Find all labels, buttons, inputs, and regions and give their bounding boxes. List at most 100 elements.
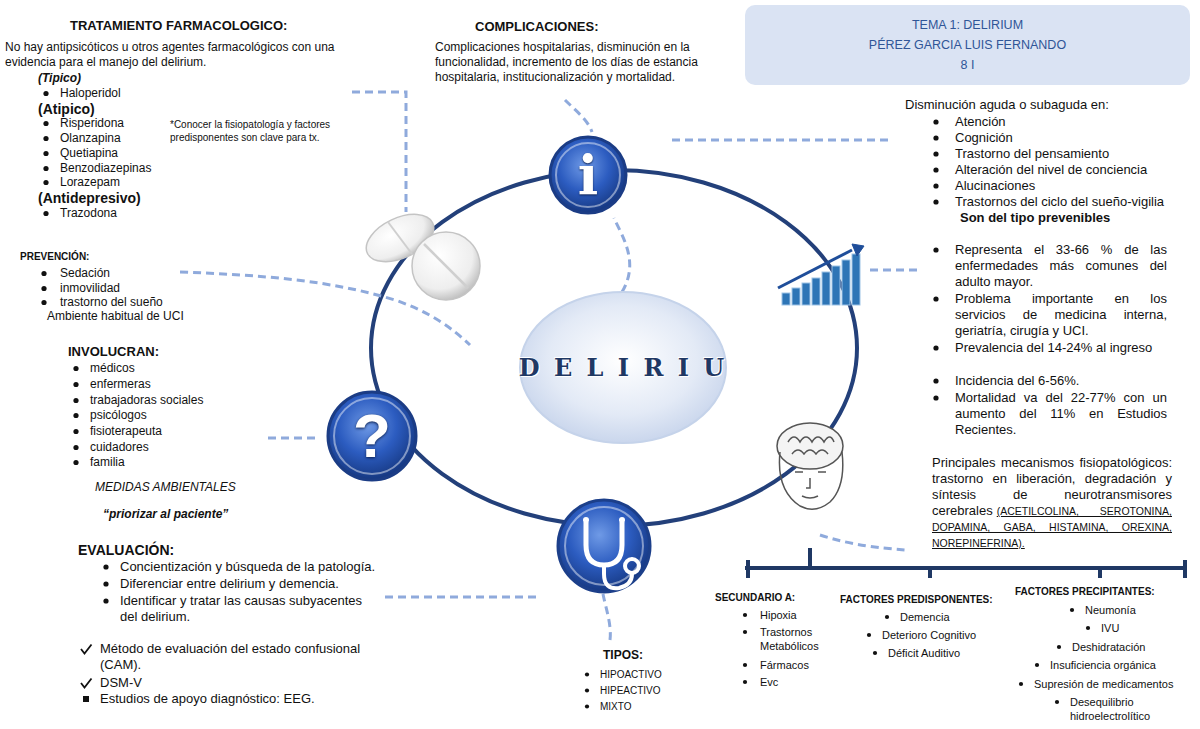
chart-bar: [802, 283, 810, 305]
section-heading: (Atipico): [38, 100, 188, 118]
list-item: Representa el 33-66 % de las enfermedade…: [955, 242, 1167, 290]
list-item: cuidadores: [90, 440, 290, 455]
bullet-dot: [1070, 608, 1074, 612]
bullet-dot: [743, 680, 747, 684]
stethoscope-tube: [604, 565, 632, 588]
bullet-dot: [103, 598, 108, 603]
list-item: Trastorno del pensamiento: [955, 146, 1195, 162]
section-heading: “priorizar al paciente”: [103, 507, 323, 522]
list-item: Déficit Auditivo: [888, 646, 1008, 660]
bullet-dot: [73, 413, 78, 418]
list-item: Evc: [760, 675, 860, 689]
bullet-dot: [933, 296, 938, 301]
bullet-dot: [933, 247, 938, 252]
bullet-dot: [43, 151, 48, 156]
leader-line: [385, 596, 540, 599]
list-item: médicos: [90, 361, 290, 376]
bullet-dot: [1086, 626, 1090, 630]
note-text: *Conocer la fisiopatología y factores pr…: [170, 118, 375, 144]
leader-line: [672, 139, 888, 142]
leader-line: [268, 437, 318, 440]
list-item: Prevalencia del 14-24% al ingreso: [955, 340, 1167, 356]
list-item: Método de evaluación del estado confusio…: [100, 641, 372, 673]
section-heading: PREVENCIÓN:: [20, 250, 170, 263]
list-item: HIPEACTIVO: [600, 684, 700, 697]
section-heading: TRATAMIENTO FARMACOLOGICO:: [70, 18, 370, 34]
bullet-dot: [933, 378, 938, 383]
list-item: Quetiapina: [60, 146, 210, 161]
bullet-dot: [933, 247, 938, 252]
bullet-dot: [43, 136, 48, 141]
list-item: Deshidratación: [1072, 640, 1192, 654]
bullet-dot: [1057, 645, 1061, 649]
bullet-dot: [103, 581, 108, 586]
leader-line: [603, 594, 610, 640]
bullet-dot: [73, 429, 78, 434]
bullet-dot: [1055, 700, 1059, 704]
list-item: Lorazepam: [60, 175, 210, 190]
bullet-dot: [585, 688, 589, 692]
bracket-tick: [1183, 560, 1187, 578]
bullet-dot: [933, 199, 938, 204]
bullet-dot: [1070, 608, 1074, 612]
bullet-dot: [43, 121, 48, 126]
bullet-dot: [933, 167, 938, 172]
bullet-dot: [43, 180, 48, 185]
bullet-dot: [43, 166, 48, 171]
bullet-dot: [1055, 700, 1059, 704]
bullet-dot: [743, 613, 747, 617]
chart-bar: [832, 266, 840, 305]
check-mark: [81, 679, 92, 688]
bullet-dot: [867, 633, 871, 637]
list-item: inmovilidad: [60, 281, 220, 296]
list-item: Trazodona: [60, 206, 210, 221]
bullet-dot: [41, 271, 46, 276]
list-item: Identificar y tratar las causas subyacen…: [120, 593, 380, 625]
bullet-dot: [585, 704, 589, 708]
bullet-dot: [743, 630, 747, 634]
section-heading: FACTORES PRECIPITANTES:: [1015, 585, 1190, 598]
list-item: trastorno del sueño: [60, 295, 220, 310]
chart-bar: [822, 272, 830, 305]
head-icon: [777, 423, 843, 509]
bullet-dot: [743, 663, 747, 667]
bullet-dot: [41, 286, 46, 291]
list-item: Diferenciar entre delirium y demencia.: [120, 576, 420, 592]
section-heading: (Antidepresivo): [38, 189, 198, 207]
list-item: Benzodiazepinas: [60, 161, 210, 176]
node-text-box: i: [548, 135, 628, 215]
bullet-dot: [1035, 663, 1039, 667]
bullet-dot: [43, 180, 48, 185]
list-item: Insuficiencia orgánica: [1050, 658, 1190, 672]
bullet-dot: [41, 271, 46, 276]
list-item: Mortalidad va del 22-77% con un aumento …: [955, 390, 1167, 438]
square-bullet: [83, 696, 89, 702]
list-item: Fármacos: [760, 658, 860, 672]
list-item: Trastornos del ciclo del sueño-vigilia: [955, 194, 1195, 210]
stethoscope-ear: [583, 517, 589, 523]
bullet-dot: [933, 151, 938, 156]
bullet-dot: [103, 598, 108, 603]
list-item: trabajadoras sociales: [90, 393, 290, 408]
bullet-dot: [873, 651, 877, 655]
bullet-dot: [933, 296, 938, 301]
list-item: HIPOACTIVO: [600, 668, 700, 681]
icon-disc: [558, 500, 650, 592]
bullet-dot: [933, 395, 938, 400]
list-item: Neumonía: [1085, 603, 1195, 617]
bullet-dot: [43, 211, 48, 216]
leader-line: [820, 535, 905, 550]
bullet-dot: [73, 445, 78, 450]
bullet-dot: [585, 688, 589, 692]
bullet-dot: [41, 300, 46, 305]
bullet-dot: [933, 183, 938, 188]
stethoscope-tube: [586, 522, 622, 565]
list-item: Hipoxia: [760, 608, 860, 622]
check-mark: [81, 645, 92, 654]
list-item: MIXTO: [600, 700, 700, 713]
list-item: Sedación: [60, 266, 220, 281]
bullet-dot: [43, 211, 48, 216]
bullet-dot: [933, 167, 938, 172]
note-text: Ambiente habitual de UCI: [47, 309, 247, 324]
